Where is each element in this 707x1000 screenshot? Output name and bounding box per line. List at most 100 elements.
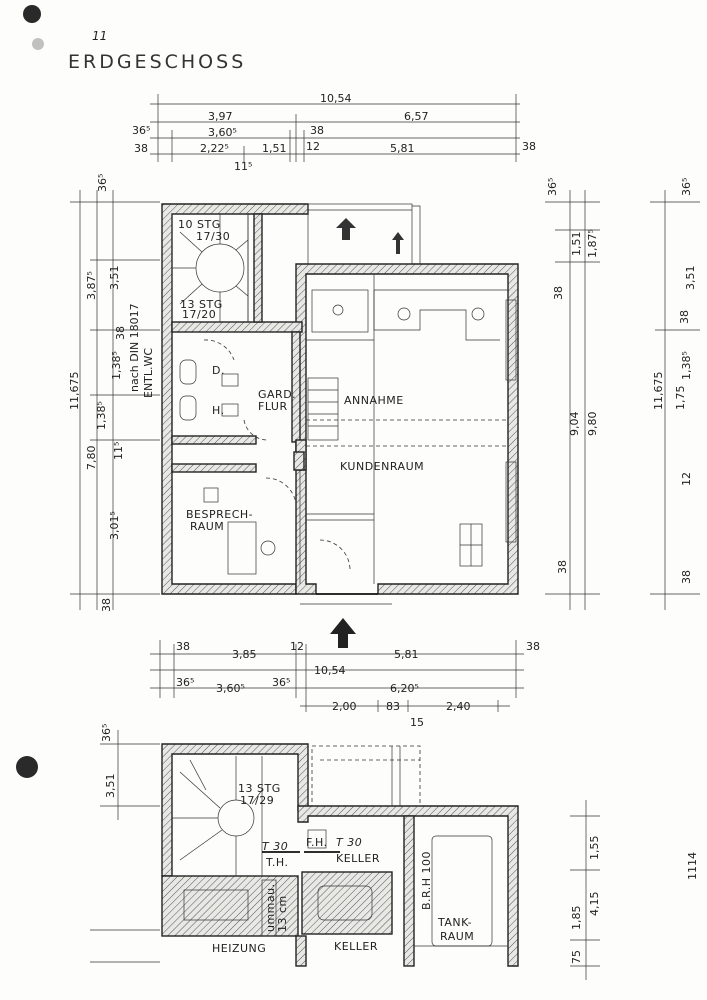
dim-right-38b: 38 xyxy=(556,560,569,574)
dim-bot-38b: 38 xyxy=(526,640,540,653)
label-t30a: T 30 xyxy=(262,840,288,853)
dim-bot-365b: 36⁵ xyxy=(272,676,290,689)
dim-bot-385: 3,85 xyxy=(232,648,257,661)
dim-left-38a: 38 xyxy=(114,326,127,340)
wc-din-note: nach DIN 18017 xyxy=(128,303,141,392)
label-flur: FLUR xyxy=(258,400,288,413)
dim-top-151: 1,51 xyxy=(262,142,287,155)
label-stair-top-ratio: 17/30 xyxy=(196,230,230,243)
label-keller1: KELLER xyxy=(336,852,380,865)
dim-left-1385a: 1,38⁵ xyxy=(95,401,108,430)
dim-right-outer-38b: 38 xyxy=(680,570,693,584)
dim-top-657: 6,57 xyxy=(404,110,429,123)
label-raum: RAUM xyxy=(190,520,224,533)
label-base-stair: 13 STG xyxy=(238,782,281,795)
dim-top-12: 12 xyxy=(306,140,320,153)
dim-top-581: 5,81 xyxy=(390,142,415,155)
dim-right-outer-365: 36⁵ xyxy=(680,178,693,196)
right-dimension-text: 36⁵ 1,51 1,87⁵ 38 9,04 9,80 38 36⁵ 3,51 … xyxy=(546,178,697,584)
dim-top-397: 3,97 xyxy=(208,110,233,123)
label-stair-bottom: 13 STG xyxy=(180,298,223,311)
ground-floor-plan xyxy=(161,203,519,648)
plan-title: ERDGESCHOSS xyxy=(68,51,246,73)
dim-right-outer-38: 38 xyxy=(678,310,691,324)
label-gard: GARD. xyxy=(258,388,296,401)
dim-right-outer-175: 1,75 xyxy=(674,386,687,411)
dim-base-185: 1,85 xyxy=(570,906,583,931)
dim-bot-overall: 10,54 xyxy=(314,664,346,677)
dim-top-38a: 38 xyxy=(310,124,324,137)
basement-left-dims xyxy=(90,730,160,963)
dim-left-38b: 38 xyxy=(100,598,113,612)
dim-right-151: 1,51 xyxy=(570,232,583,257)
dim-bot-6205: 6,20⁵ xyxy=(390,682,419,695)
dim-right-outer-11675: 11,675 xyxy=(652,372,665,411)
label-wc-h: H. xyxy=(212,404,225,417)
dim-base-365: 36⁵ xyxy=(100,724,113,742)
corner-mark: 11 xyxy=(92,29,107,43)
dim-bot-200: 2,00 xyxy=(332,700,357,713)
dim-left-780: 7,80 xyxy=(85,446,98,471)
smudge-mark xyxy=(32,38,44,50)
dim-left-365: 36⁵ xyxy=(96,174,109,192)
dim-left-3015: 3,01⁵ xyxy=(108,511,121,540)
dim-bot-83: 83 xyxy=(386,700,400,713)
basement-right-dims xyxy=(570,800,600,980)
punch-hole-mid xyxy=(16,756,38,778)
label-fh: F.H. xyxy=(306,836,328,849)
label-wc-d: D. xyxy=(212,364,225,377)
dim-top-3605: 3,60⁵ xyxy=(208,126,237,139)
dim-top-38c: 38 xyxy=(522,140,536,153)
label-tank-raum: RAUM xyxy=(440,930,474,943)
label-ummauerung: ummau. xyxy=(264,883,277,932)
label-brh: B.R.H 100 xyxy=(420,851,433,910)
dim-bot-sub: 15 xyxy=(410,716,424,729)
dim-right-904: 9,04 xyxy=(568,412,581,437)
dim-left-3875: 3,87⁵ xyxy=(85,271,98,300)
label-kundenraum: KUNDENRAUM xyxy=(340,460,424,473)
dim-base-415: 4,15 xyxy=(588,892,601,917)
label-t30b: T 30 xyxy=(336,836,362,849)
dim-bot-365a: 36⁵ xyxy=(176,676,194,689)
dim-left-1385b: 1,38⁵ xyxy=(110,351,123,380)
dim-base-351: 3,51 xyxy=(104,774,117,799)
dim-base-155: 1,55 xyxy=(588,836,601,861)
label-mauer-cm: 13 cm xyxy=(276,895,289,932)
dim-bot-581: 5,81 xyxy=(394,648,419,661)
label-heizung: HEIZUNG xyxy=(212,942,266,955)
bottom-dimension-lines xyxy=(150,640,524,712)
left-dimension-lines xyxy=(70,190,160,610)
right-dimension-lines xyxy=(545,190,700,610)
dim-top-38b: 38 xyxy=(134,142,148,155)
dim-top-overall: 10,54 xyxy=(320,92,352,105)
label-besprech: BESPRECH- xyxy=(186,508,253,521)
basement-plan xyxy=(161,743,519,967)
dim-top-365: 36⁵ xyxy=(132,124,150,137)
label-tank: TANK- xyxy=(437,916,472,929)
porch-arrow-2 xyxy=(392,232,404,254)
dim-bot-12: 12 xyxy=(290,640,304,653)
dim-left-351: 3,51 xyxy=(108,266,121,291)
dim-base-75: 75 xyxy=(570,950,583,964)
dim-bot-38a: 38 xyxy=(176,640,190,653)
label-stair-top: 10 STG xyxy=(178,218,221,231)
dim-right-outer-12: 12 xyxy=(680,472,693,486)
label-base-stair-ratio: 17/29 xyxy=(240,794,274,807)
dim-top-sub: 11⁵ xyxy=(234,160,252,173)
left-dimension-text: 36⁵ 3,87⁵ 3,51 11,675 7,80 1,38⁵ 1,38⁵ 3… xyxy=(68,174,155,612)
punch-hole-top xyxy=(23,5,41,23)
porch-arrow-1 xyxy=(336,218,356,240)
label-stair-bottom-ratio: 17/20 xyxy=(182,308,216,321)
dim-left-115: 11⁵ xyxy=(112,442,125,460)
dim-bot-240: 2,40 xyxy=(446,700,471,713)
dim-top-2225: 2,22⁵ xyxy=(200,142,229,155)
top-dimension-lines xyxy=(150,94,520,162)
wc-entl-note: ENTL.WC xyxy=(142,348,155,398)
dim-left-11675: 11,675 xyxy=(68,372,81,411)
label-keller2: KELLER xyxy=(334,940,378,953)
dim-bot-3605: 3,60⁵ xyxy=(216,682,245,695)
dim-right-outer-1385: 1,38⁵ xyxy=(680,351,693,380)
entrance-arrow xyxy=(330,618,356,648)
dim-right-365: 36⁵ xyxy=(546,178,559,196)
dim-right-38a: 38 xyxy=(552,286,565,300)
